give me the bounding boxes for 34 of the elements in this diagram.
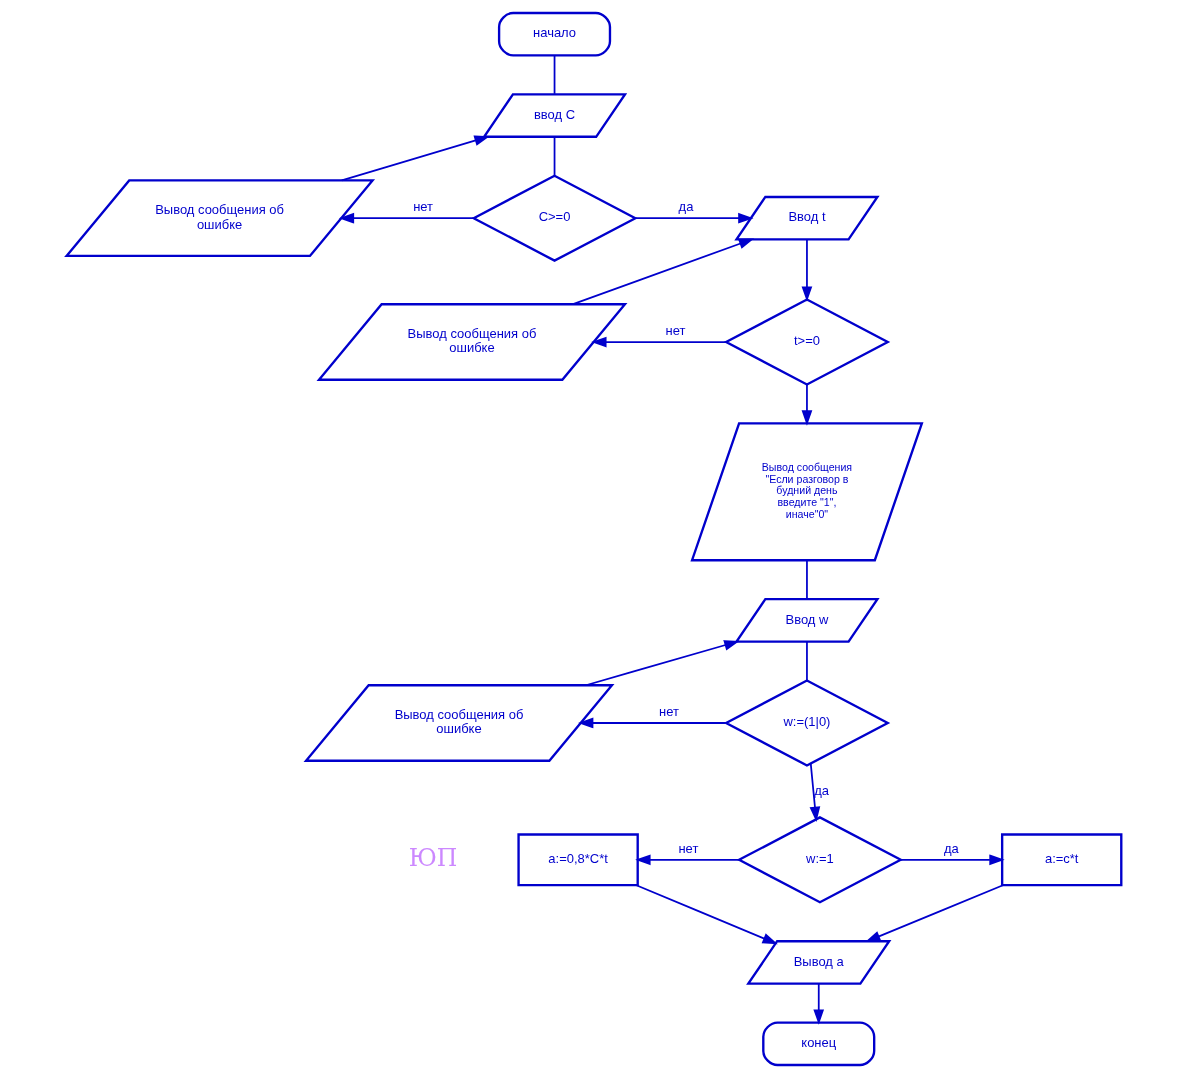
edge-label: да — [678, 198, 693, 214]
edge-label: нет — [658, 703, 679, 719]
connector — [805, 559, 808, 600]
arrow — [864, 884, 1004, 943]
edge-label: да — [813, 782, 829, 798]
node-box: a:=0,8*C*t — [516, 833, 639, 887]
arrow — [590, 336, 727, 348]
arrow — [812, 983, 824, 1025]
node-box: начало — [497, 11, 611, 57]
node-diamond: t>=0 — [723, 298, 890, 386]
edge-label: нет — [677, 840, 698, 856]
arrow — [577, 717, 727, 729]
node-diamond: w:=1 — [736, 816, 903, 904]
label: ЮП — [408, 843, 457, 872]
arrow — [801, 383, 812, 426]
arrow — [635, 884, 778, 945]
edge-label: нет — [412, 198, 433, 214]
node-box: a:=c*t — [1000, 833, 1122, 887]
node-diamond: w:=(1|0) — [723, 679, 890, 767]
arrow — [571, 238, 754, 306]
arrow — [340, 135, 490, 182]
arrow — [584, 640, 740, 687]
arrow — [634, 212, 754, 224]
connector — [553, 54, 555, 95]
arrow — [338, 212, 474, 224]
edge-label: нет — [665, 322, 685, 338]
connector — [553, 136, 555, 177]
arrow — [899, 854, 1005, 866]
connector — [805, 640, 808, 682]
edge-label: да — [943, 840, 959, 856]
arrow — [809, 762, 820, 822]
node-box: конец — [761, 1021, 875, 1067]
arrow — [801, 238, 812, 302]
arrow — [634, 854, 740, 866]
